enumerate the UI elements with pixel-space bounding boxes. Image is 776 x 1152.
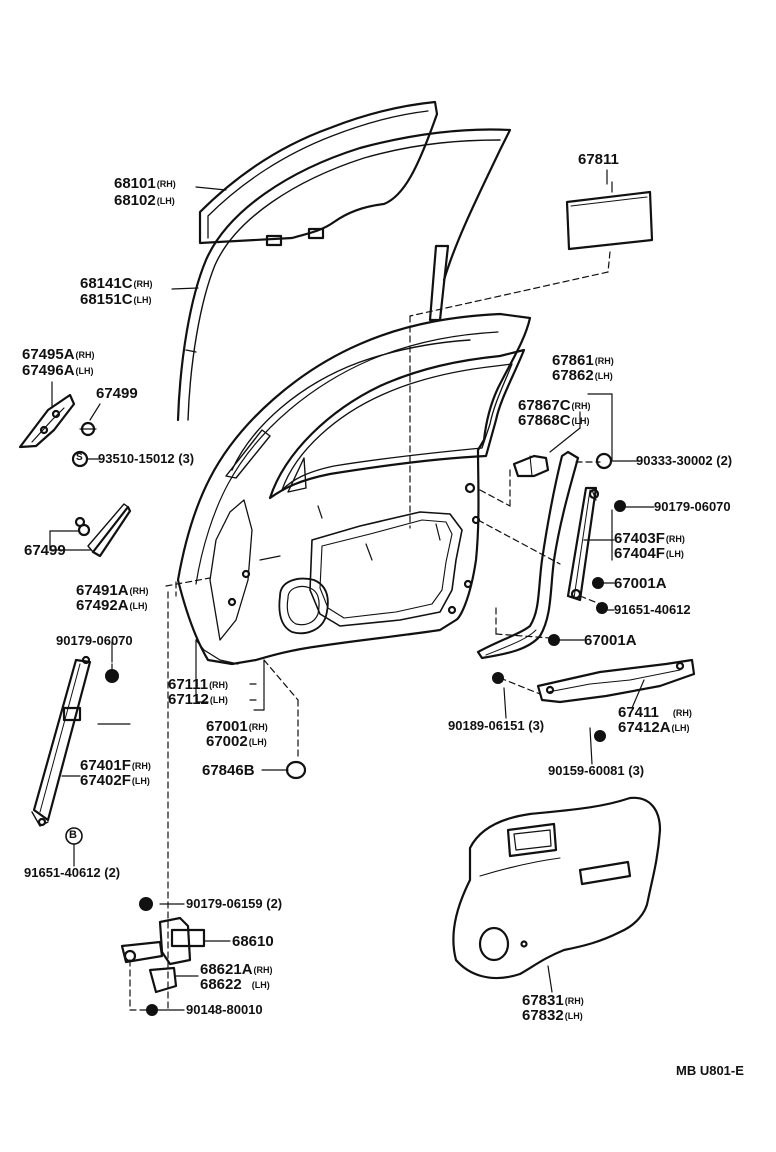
label-nut-3: 90189-06151 (3) (448, 718, 545, 733)
inner-triangle-cover (50, 504, 130, 556)
label-clip-c2: 67001A (584, 632, 637, 649)
label-hinge-lh: 68622(LH) (200, 976, 270, 993)
label-reinf-lh: 67412A(LH) (618, 719, 690, 736)
door-glass (200, 102, 437, 245)
label-cover-rh: 67495A(RH) (22, 346, 95, 363)
door-trim-board (453, 798, 660, 978)
label-run-rh: 68141C(RH) (80, 275, 153, 292)
label-trim-rh: 67831(RH) (522, 992, 584, 1009)
reinforcement-bracket (538, 660, 694, 702)
label-nut-hinge: 90179-06159 (2) (186, 896, 283, 911)
label-panel-rh: 67111(RH) (168, 676, 229, 693)
label-seal-rh: 67861(RH) (552, 352, 614, 369)
rear-lower-channel (568, 488, 598, 600)
front-lower-channel (32, 657, 90, 826)
label-trim-lh: 67832(LH) (522, 1007, 583, 1024)
label-nut-right: 90179-06070 (654, 499, 731, 514)
label-front-channel-lh: 67402F(LH) (80, 772, 150, 789)
label-nut-left: 90179-06070 (56, 633, 133, 648)
label-bolt-hinge: 90148-80010 (186, 1002, 263, 1017)
door-hinge (150, 968, 176, 992)
label-s-mark: S (76, 452, 83, 463)
label-seal-lh: 67862(LH) (552, 367, 613, 384)
label-glass-lh: 68102(LH) (114, 192, 175, 209)
label-hinge-rh: 68621A(RH) (200, 961, 273, 978)
label-bolt-right: 91651-40612 (614, 602, 691, 617)
label-door-lh: 67002(LH) (206, 733, 267, 750)
retainer-clip (514, 456, 548, 476)
front-corner-cover (20, 382, 74, 447)
label-cover2-lh: 67492A(LH) (76, 597, 148, 614)
door-check (122, 918, 204, 964)
label-plate: 67811 (578, 151, 619, 168)
label-cover2-rh: 67491A(RH) (76, 582, 149, 599)
door-weatherstrip (478, 452, 578, 658)
label-b-mark: B (69, 829, 77, 841)
label-panel-lh: 67112(LH) (168, 691, 228, 708)
label-run-lh: 68151C(LH) (80, 291, 152, 308)
label-channel-rh: 67403F(RH) (614, 530, 685, 547)
label-channel-lh: 67404F(LH) (614, 545, 684, 562)
label-clip-c1: 67001A (614, 575, 667, 592)
diagram-code: MB U801-E (676, 1063, 744, 1078)
label-door-rh: 67001(RH) (206, 718, 268, 735)
label-plug: 67846B (202, 762, 255, 779)
label-hole-plug: 90333-30002 (2) (636, 453, 733, 468)
label-retainer-rh: 67867C(RH) (518, 397, 591, 414)
label-retainer-lh: 67868C(LH) (518, 412, 590, 429)
label-screw-s: 93510-15012 (3) (98, 451, 195, 466)
label-clip-a: 67499 (96, 385, 138, 402)
label-bolt-3: 90159-60081 (3) (548, 763, 645, 778)
label-reinf-rh: 67411(RH) (618, 704, 692, 721)
glass-run-channel (178, 130, 510, 420)
label-check: 68610 (232, 933, 274, 950)
door-shell (178, 314, 530, 664)
label-cover-lh: 67496A(LH) (22, 362, 94, 379)
label-front-channel-rh: 67401F(RH) (80, 757, 151, 774)
screw-s (73, 452, 87, 466)
label-bolt-b: 91651-40612 (2) (24, 865, 121, 880)
label-glass-rh: 68101(RH) (114, 175, 176, 192)
clip-upper (80, 423, 96, 435)
service-hole-cover (567, 182, 652, 249)
label-clip-b: 67499 (24, 542, 66, 559)
